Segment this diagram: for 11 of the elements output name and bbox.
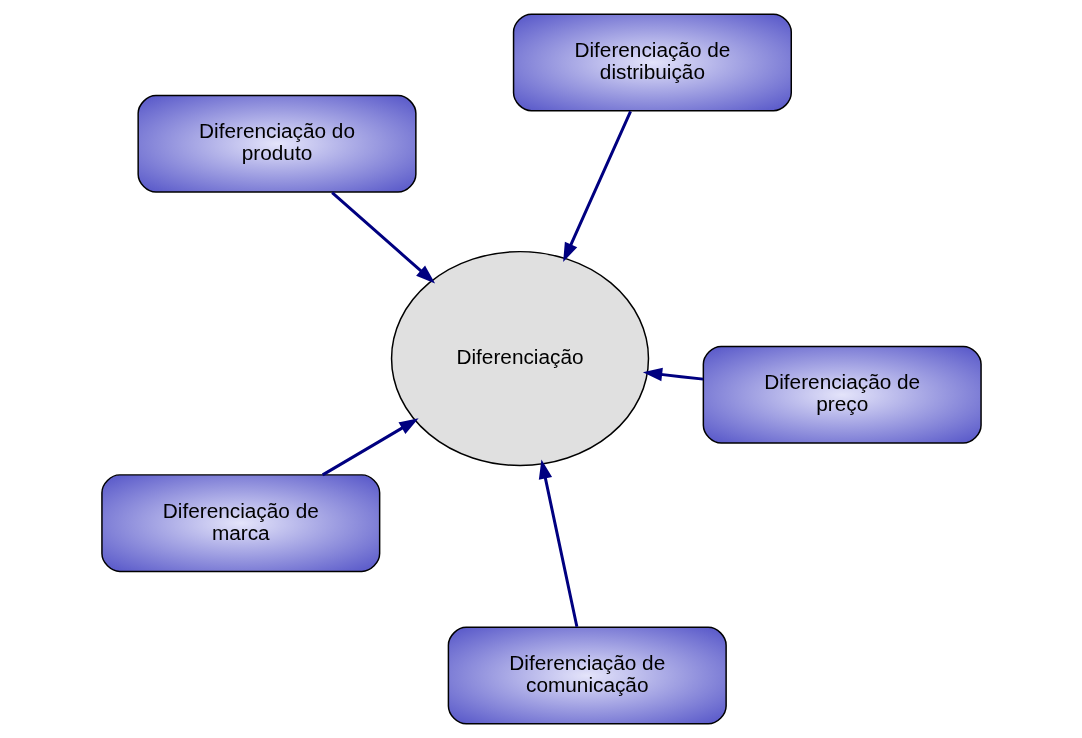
node-box: Diferenciação de marca [100,474,380,573]
arrow [642,367,703,382]
arrow [330,191,435,284]
arrow [538,459,578,628]
node-box: Diferenciação de distribuição [512,13,792,112]
node-ellipse: Diferenciação [390,250,649,467]
arrow [562,110,632,263]
node-box: Diferenciação de preço [702,345,982,444]
arrow [321,418,419,477]
node-box: Diferenciação do produto [136,94,417,193]
node-box: Diferenciação de comunicação [447,626,727,725]
